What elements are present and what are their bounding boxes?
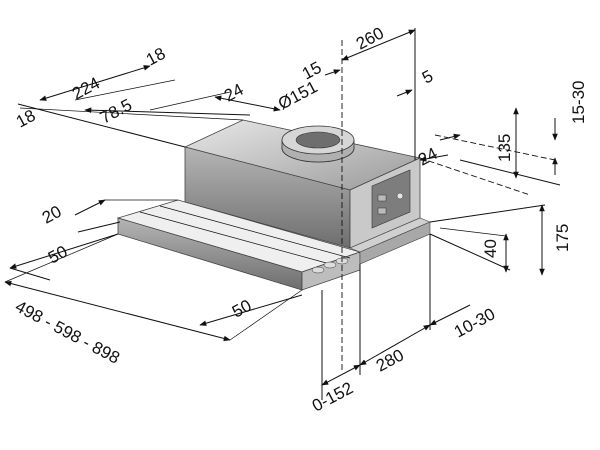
- dim-10-30: 10-30: [451, 304, 498, 341]
- dim-40: 40: [481, 239, 500, 258]
- dim-135: 135: [495, 134, 514, 162]
- hood-side-vent: [377, 194, 387, 202]
- hood-side-knob: [396, 192, 404, 200]
- dimension-lines: [4, 28, 561, 400]
- control-panel: [311, 257, 349, 274]
- dim-20: 20: [39, 202, 65, 228]
- dim-0-152: 0-152: [309, 378, 356, 415]
- dim-175: 175: [553, 224, 572, 252]
- dim-diameter-151: Ø151: [275, 77, 321, 113]
- hood-side-vent-2: [377, 207, 387, 215]
- dim-78-5: 78.5: [97, 95, 135, 127]
- dim-260: 260: [353, 23, 387, 53]
- dim-15-30: 15-30: [569, 81, 588, 124]
- dim-24-top: 24: [221, 80, 247, 106]
- outlet-opening: [295, 131, 341, 149]
- dim-50-bottom: 50: [229, 296, 255, 322]
- dim-498-598-898: 498 - 598 - 898: [12, 297, 123, 368]
- dim-224: 224: [69, 73, 103, 103]
- dim-280: 280: [373, 345, 407, 375]
- dim-15: 15: [299, 58, 325, 84]
- dim-18-top: 18: [143, 44, 169, 70]
- dim-18-left: 18: [13, 106, 39, 132]
- hood-illustration: [116, 119, 431, 291]
- dim-5: 5: [419, 66, 436, 87]
